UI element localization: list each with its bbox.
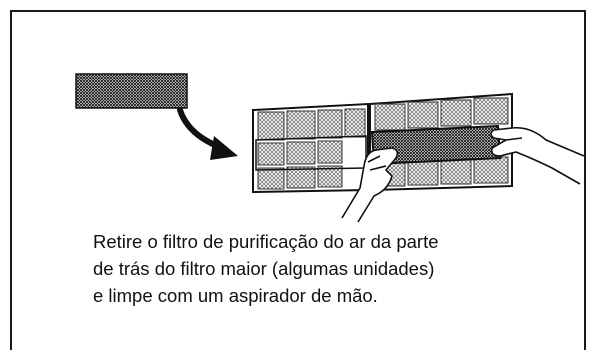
filter-removal-illustration [75,73,585,223]
main-filter-panels-icon [252,92,513,194]
curved-arrow-icon [177,107,238,160]
hands-icon [341,126,585,223]
instruction-frame [10,10,586,350]
instruction-text: Retire o filtro de purificação do ar da … [93,228,553,309]
instruction-line-1: Retire o filtro de purificação do ar da … [93,231,439,252]
small-air-purifying-filter-icon [75,73,188,109]
instruction-line-3: e limpe com um aspirador de mão. [93,285,378,306]
instruction-line-2: de trás do filtro maior (algumas unidade… [93,258,435,279]
